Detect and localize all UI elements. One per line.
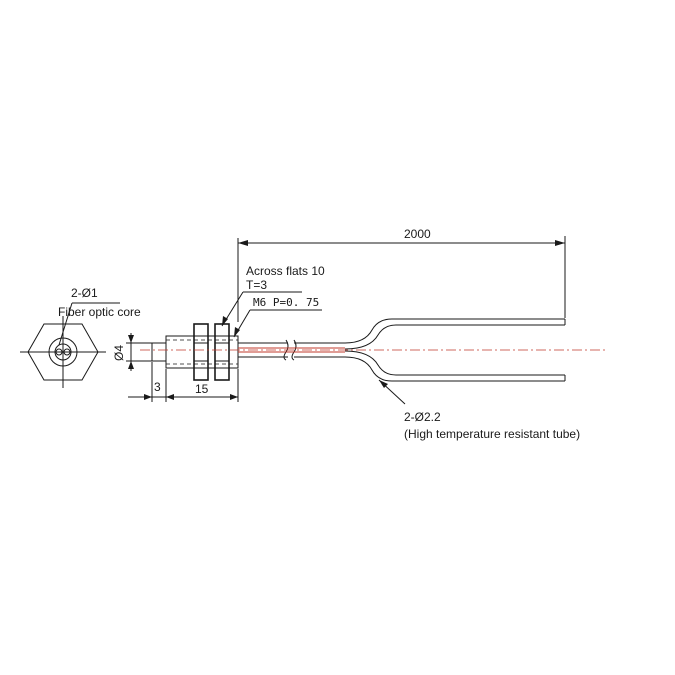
dimension-diameter: Ø4 [112,333,152,371]
nut-1 [193,323,209,381]
arrow-left-2000 [238,240,248,246]
tube-desc-label: (High temperature resistant tube) [404,427,580,441]
fiber-count-dia-label: 2-Ø1 [71,286,98,300]
sensor-tip [151,342,167,362]
diameter-label: Ø4 [112,345,126,361]
thread-label: M6 P=0. 75 [253,296,319,309]
upper-tube-outer [344,318,565,344]
tube-annotation: 2-Ø2.2 (High temperature resistant tube) [378,379,580,441]
tube-arrow [379,380,388,388]
thread-length-label: 15 [195,382,209,396]
nut-2 [214,323,230,381]
nut-thickness-label: T=3 [246,278,267,292]
dimension-cable-length: 2000 [237,227,566,322]
across-flats-label: Across flats 10 [246,264,325,278]
arrow-tip-left [144,394,152,400]
arrow-tip-right [166,394,174,400]
arrow-dia-bottom [128,361,134,369]
arrow-dia-top [128,335,134,343]
fiber-core-leader [58,302,73,346]
lower-tube-outer [344,356,565,382]
across-flats-arrow [222,316,228,326]
lower-tube-inner [344,350,565,376]
tube-count-dia-label: 2-Ø2.2 [404,410,441,424]
upper-tube-inner [344,324,565,350]
nut-annotations: Across flats 10 T=3 M6 P=0. 75 [221,264,325,338]
cable-length-label: 2000 [404,227,431,241]
threaded-body [165,335,239,369]
arrow-right-2000 [555,240,565,246]
arrow-body-right [230,394,238,400]
end-view: 2-Ø1 Fiber optic core [20,286,141,388]
dimension-lengths: 3 15 [128,362,239,402]
tip-length-label: 3 [154,380,161,394]
fiber-core-label: Fiber optic core [58,305,141,319]
split-cables [344,318,566,382]
thread-arrow [234,327,240,337]
